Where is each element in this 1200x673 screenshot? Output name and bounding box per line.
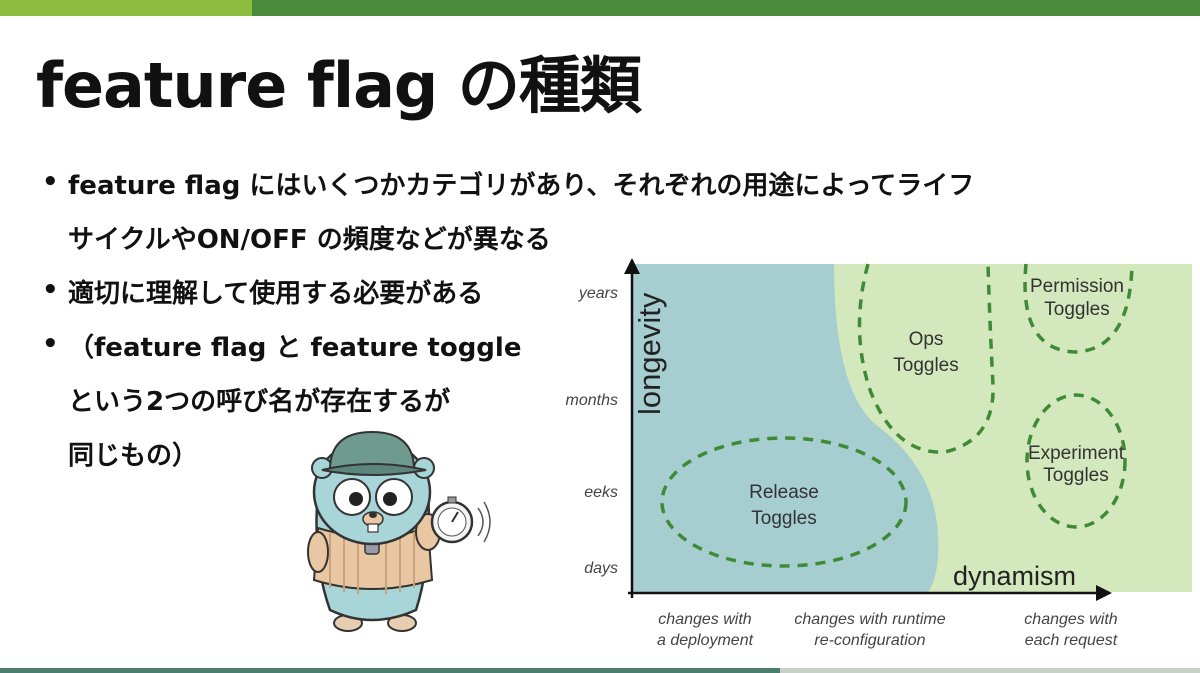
ops-toggles-region [857, 263, 995, 454]
bullet-line: （feature flag と feature toggle [68, 333, 522, 363]
x-category-label: re-configuration [814, 632, 925, 649]
x-category-label: changes with [658, 611, 751, 628]
experiment-toggles-label: Experiment [1028, 443, 1125, 464]
x-category-label: each request [1025, 632, 1118, 649]
release-toggles-label: Release [749, 482, 819, 503]
ops-toggles-label: Toggles [893, 355, 959, 376]
y-axis-arrow-icon [624, 258, 640, 274]
y-tick-label: years [578, 285, 618, 302]
y-tick-label: eeks [584, 484, 618, 501]
release-toggles-label: Toggles [751, 508, 817, 529]
ops-toggles-label: Ops [909, 329, 944, 350]
x-axis-label: dynamism [953, 561, 1076, 591]
bullet-list: feature flag にはいくつかカテゴリがあり、それぞれの用途によってライ… [40, 164, 1160, 488]
bullet-line: という2つの呼び名が存在するが [68, 387, 451, 417]
experiment-toggles-region [1025, 393, 1127, 529]
bullet-item: feature flag にはいくつかカテゴリがあり、それぞれの用途によってライ… [40, 164, 1160, 272]
bullet-line: サイクルやON/OFF の頻度などが異なる [68, 225, 551, 255]
permission-toggles-region [1023, 263, 1134, 354]
bullet-line: 適切に理解して使用する必要がある [68, 279, 484, 309]
bottom-accent-bar [0, 668, 1200, 673]
y-tick-label: days [584, 560, 618, 577]
release-toggles-region [660, 436, 908, 568]
y-tick-label: months [566, 392, 618, 409]
permission-toggles-label: Permission [1030, 276, 1124, 297]
permission-toggles-label: Toggles [1044, 299, 1110, 320]
slide-title: feature flag の種類 [36, 49, 642, 122]
bullet-item: 適切に理解して使用する必要がある [40, 272, 1160, 326]
x-category-label: a deployment [657, 632, 754, 649]
x-axis-arrow-icon [1096, 585, 1112, 601]
top-accent-bar [0, 0, 1200, 16]
static-zone [632, 264, 939, 592]
x-category-label: changes with [1024, 611, 1117, 628]
bullet-line: 同じもの） [68, 441, 199, 471]
y-axis-label: longevity [632, 292, 667, 415]
x-category-label: changes with runtime [794, 611, 945, 628]
experiment-toggles-label: Toggles [1043, 465, 1109, 486]
bullet-item: （feature flag と feature toggle という2つの呼び名… [40, 326, 1160, 488]
bullet-line: feature flag にはいくつかカテゴリがあり、それぞれの用途によってライ… [68, 171, 975, 201]
